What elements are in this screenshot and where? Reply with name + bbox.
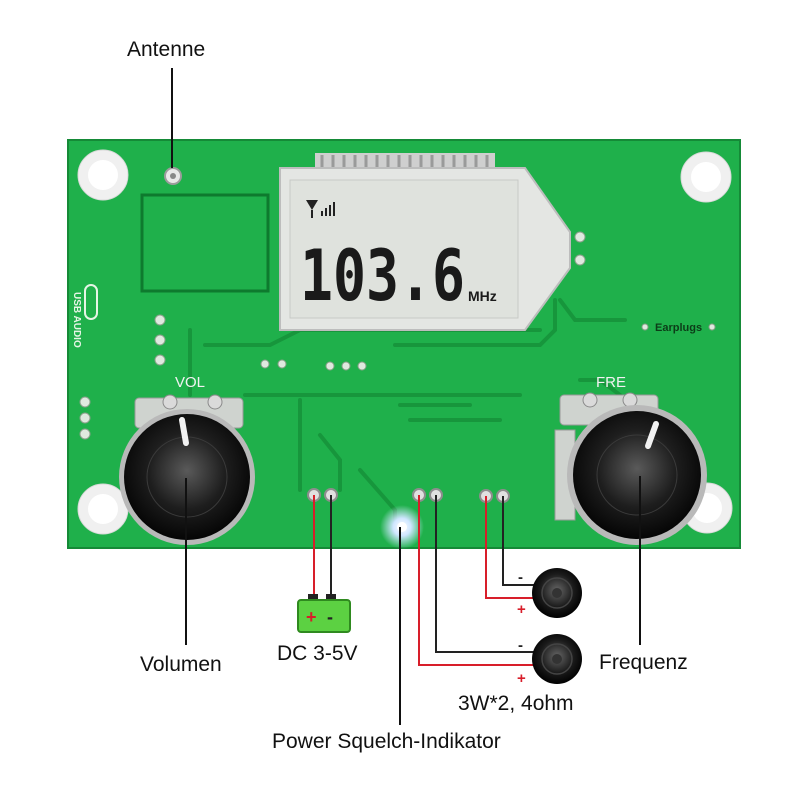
- speaker2-plus: +: [517, 670, 526, 687]
- speaker2-minus: -: [518, 637, 523, 654]
- battery-plus: +: [306, 607, 317, 627]
- volume-label: Volumen: [140, 653, 222, 676]
- speaker1-plus: +: [517, 601, 526, 618]
- antenna-pad: [164, 167, 182, 185]
- frequency-label: Frequenz: [599, 651, 688, 674]
- volume-knob[interactable]: [119, 394, 255, 545]
- speaker-polarity-marks: - + - +: [517, 569, 526, 687]
- signal-icon: [306, 200, 335, 218]
- fre-silkscreen: FRE: [596, 374, 626, 391]
- frequency-knob[interactable]: [554, 392, 707, 545]
- mounting-holes: [77, 149, 733, 535]
- usb-audio-marking: USB AUDIO: [71, 284, 98, 348]
- usb-audio-label: USB AUDIO: [71, 292, 82, 348]
- indicator-led: [380, 505, 424, 549]
- lcd-connector-pins: [320, 155, 489, 168]
- power-supply-label: DC 3-5V: [277, 642, 358, 665]
- board-vias: [79, 231, 716, 440]
- indicator-label: Power Squelch-Indikator: [272, 730, 501, 753]
- speakers-label: 3W*2, 4ohm: [458, 692, 574, 715]
- battery-icon: + -: [297, 594, 351, 633]
- frequency-unit: MHz: [468, 288, 497, 304]
- battery-minus: -: [327, 607, 333, 627]
- speaker-icon: [532, 634, 582, 684]
- lcd-display: 103.6 MHz: [279, 153, 571, 331]
- frequency-readout: 103.6: [300, 235, 465, 317]
- earplugs-label: Earplugs: [655, 322, 702, 334]
- vol-silkscreen: VOL: [175, 374, 205, 391]
- wires: [313, 495, 535, 666]
- speaker-icon: [532, 568, 582, 618]
- antenna-label: Antenne: [127, 38, 206, 61]
- callout-lines: [171, 68, 641, 725]
- speaker1-minus: -: [518, 569, 523, 586]
